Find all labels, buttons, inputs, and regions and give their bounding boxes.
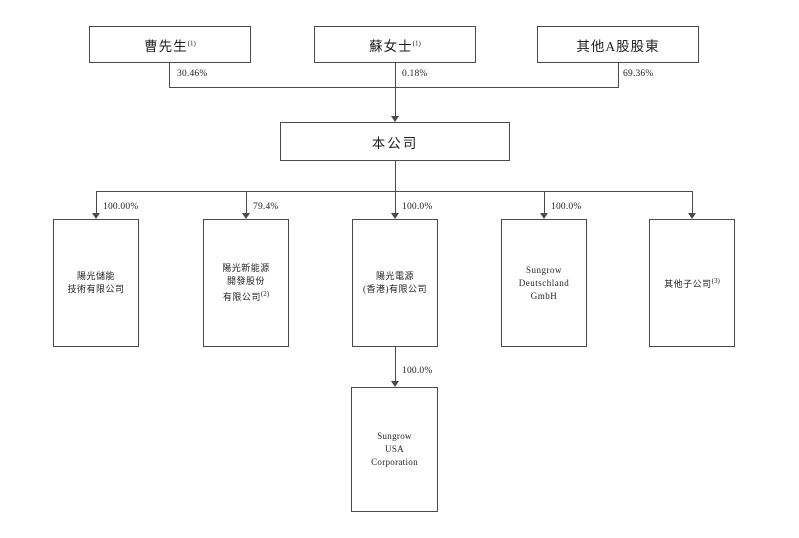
node-sub-sungrow-energy-storage-technology: 陽光儲能 技術有限公司 <box>53 219 139 347</box>
subsidiary-label: Sungrow USA Corporation <box>371 431 418 467</box>
node-sungrow-usa-corporation: Sungrow USA Corporation <box>351 387 438 512</box>
node-shareholder-ms-su: 蘇女士(1) <box>314 26 476 63</box>
connector-top-horizontal <box>169 87 619 88</box>
arrowhead-into-sub-1 <box>92 213 100 219</box>
connector-drop-sub-5 <box>692 191 693 213</box>
note-superscript: (1) <box>412 39 421 47</box>
note-superscript: (3) <box>711 277 720 285</box>
pct-label-sub-4: 100.0% <box>551 202 582 212</box>
node-sub-sungrow-renewables-development: 陽光新能源 開發股份 有限公司(2) <box>203 219 289 347</box>
arrowhead-into-sub-5 <box>688 213 696 219</box>
node-sub-sungrow-deutschland-gmbh: Sungrow Deutschland GmbH <box>501 219 587 347</box>
node-shareholder-mr-cao: 曹先生(1) <box>89 26 251 63</box>
note-superscript: (1) <box>187 39 196 47</box>
connector-center-drop <box>395 63 396 116</box>
pct-label-usa: 100.0% <box>402 366 433 376</box>
arrowhead-into-sub-4 <box>540 213 548 219</box>
subsidiary-label: 其他子公司(3) <box>664 277 720 289</box>
pct-label-sub-3: 100.0% <box>402 202 433 212</box>
connector-distribution-horizontal <box>96 191 693 192</box>
connector-stub-mr-cao <box>169 63 170 88</box>
connector-hk-to-usa <box>395 347 396 381</box>
pct-label-other-a-share-holders: 69.36% <box>623 69 654 79</box>
pct-label-sub-1: 100.00% <box>103 202 139 212</box>
connector-drop-sub-2 <box>246 191 247 213</box>
connector-drop-sub-1 <box>96 191 97 213</box>
shareholder-label: 曹先生(1) <box>144 38 196 54</box>
shareholder-label: 其他A股股東 <box>576 38 660 54</box>
connector-company-bottom-stub <box>395 161 396 191</box>
node-company: 本公司 <box>280 122 510 161</box>
subsidiary-label: 陽光新能源 開發股份 有限公司(2) <box>222 263 270 302</box>
arrowhead-into-usa <box>391 381 399 387</box>
subsidiary-label: 陽光電源 (香港)有限公司 <box>363 271 427 294</box>
arrowhead-into-sub-3 <box>391 213 399 219</box>
node-sub-sungrow-power-hong-kong: 陽光電源 (香港)有限公司 <box>352 219 438 347</box>
arrowhead-into-sub-2 <box>242 213 250 219</box>
connector-drop-sub-3 <box>395 191 396 213</box>
pct-label-sub-2: 79.4% <box>253 202 279 212</box>
arrowhead-into-company <box>391 116 399 122</box>
node-sub-other-subsidiaries: 其他子公司(3) <box>649 219 735 347</box>
node-shareholder-other-a-share-holders: 其他A股股東 <box>537 26 699 63</box>
pct-label-mr-cao: 30.46% <box>177 69 208 79</box>
shareholder-label: 蘇女士(1) <box>369 38 421 54</box>
subsidiary-label: Sungrow Deutschland GmbH <box>518 264 570 301</box>
connector-stub-other-a-share-holders <box>618 63 619 88</box>
note-superscript: (2) <box>260 290 270 298</box>
company-label: 本公司 <box>371 135 419 151</box>
subsidiary-label: 陽光儲能 技術有限公司 <box>67 271 125 294</box>
pct-label-ms-su: 0.18% <box>402 69 428 79</box>
connector-drop-sub-4 <box>544 191 545 213</box>
